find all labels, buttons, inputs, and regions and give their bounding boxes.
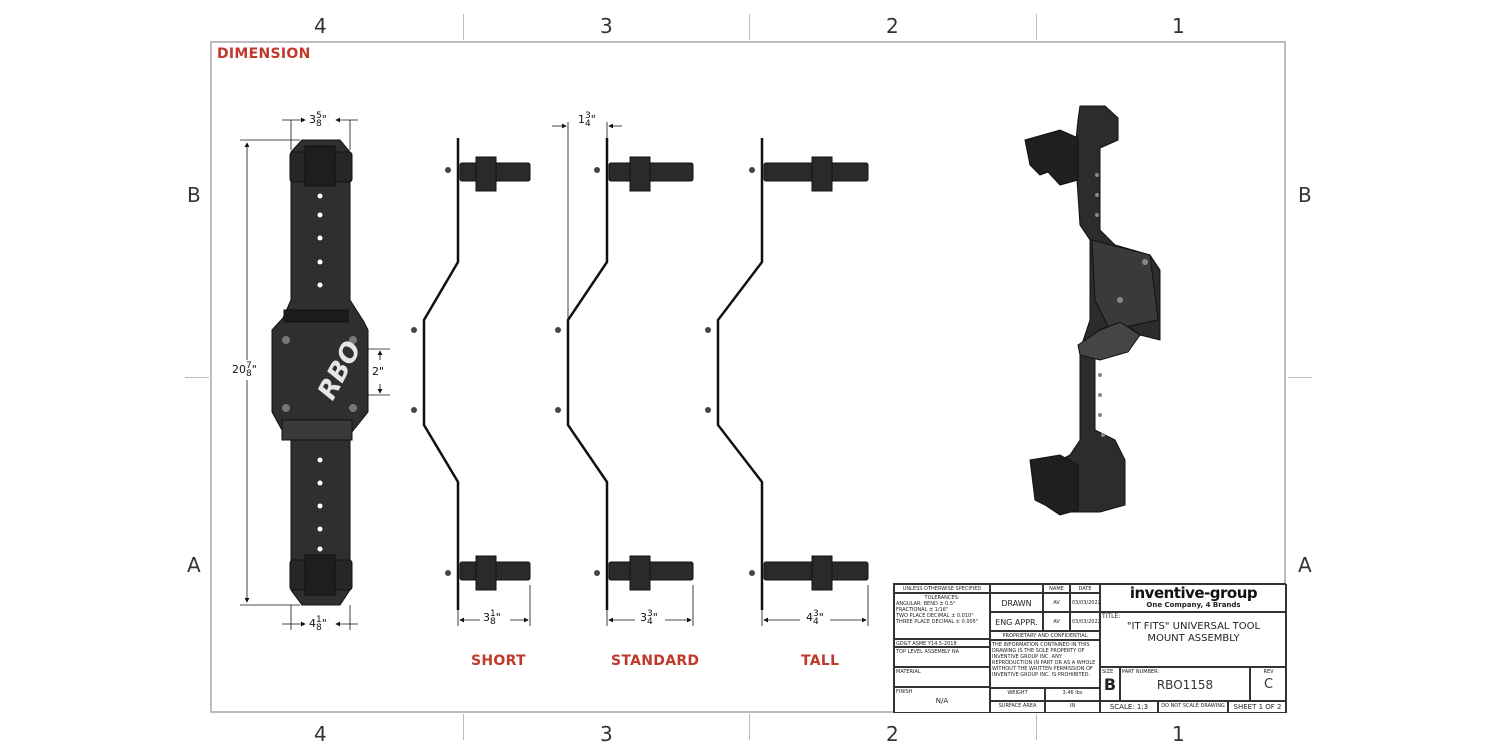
- tb-drawn-name: AV: [1043, 593, 1070, 612]
- title-block: UNLESS OTHERWISE SPECIFIED TOLERANCES: A…: [893, 583, 1287, 713]
- plate-holes: [282, 193, 357, 552]
- tb-col-name: NAME: [1043, 584, 1070, 593]
- tb-eng-date: 03/03/2022: [1070, 612, 1100, 631]
- tb-scale: SCALE: 1:3: [1100, 701, 1158, 713]
- iso-holes: [1095, 173, 1148, 437]
- tb-weight-label: WEIGHT: [990, 688, 1045, 701]
- zone-tick: [1036, 14, 1037, 40]
- zone-top-2: 2: [886, 14, 899, 38]
- company-tagline: One Company, 4 Brands: [1146, 601, 1241, 609]
- tb-title-box: TITLE: "IT FITS" UNIVERSAL TOOL MOUNT AS…: [1100, 612, 1287, 667]
- tb-rev-box: REV C: [1250, 667, 1287, 701]
- front-dim-lines: [240, 117, 390, 630]
- tb-col-date: DATE: [1070, 584, 1100, 593]
- standard-profile: [566, 138, 609, 610]
- front-view: [271, 139, 369, 606]
- tb-tolerances: TOLERANCES: ANGULAR: BEND ± 0.5° FRACTIO…: [894, 593, 990, 639]
- row-left-b: B: [187, 183, 201, 207]
- tb-surface-area: SURFACE AREA: [990, 701, 1045, 713]
- tall-profile: [716, 138, 764, 610]
- drawing-frame: [210, 41, 1286, 713]
- tb-finish: FINISH N/A: [894, 687, 990, 713]
- row-right-a: A: [1298, 553, 1312, 577]
- zone-bottom-4: 4: [314, 722, 327, 746]
- zone-bottom-1: 1: [1172, 722, 1185, 746]
- company-logo: inventive-group: [1129, 584, 1258, 602]
- tb-standard: GD&T ASME Y14.5-2018: [894, 639, 990, 647]
- zone-bottom-2: 2: [886, 722, 899, 746]
- row-left-a: A: [187, 553, 201, 577]
- zone-top-1: 1: [1172, 14, 1185, 38]
- tb-eng-name: AV: [1043, 612, 1070, 631]
- short-profile: [422, 138, 460, 610]
- tb-unless-specified: UNLESS OTHERWISE SPECIFIED: [894, 584, 990, 593]
- tb-part-box: PART NUMBER: RBO1158: [1120, 667, 1250, 701]
- front-bottom-clamp: [289, 554, 353, 596]
- tb-drawn: DRAWN: [990, 593, 1043, 612]
- zone-tick: [463, 14, 464, 40]
- tb-sheet: SHEET 1 OF 2: [1228, 701, 1287, 713]
- tb-rev: C: [1263, 677, 1274, 692]
- tb-company-box: inventive-group One Company, 4 Brands: [1100, 584, 1287, 612]
- view-label-tall: TALL: [801, 653, 840, 669]
- tb-material: MATERIAL: [894, 667, 990, 687]
- tb-proprietary-text: THE INFORMATION CONTAINED IN THIS DRAWIN…: [990, 640, 1100, 688]
- tb-eng-appr: ENG APPR.: [990, 612, 1043, 631]
- section-label: DIMENSION: [217, 46, 311, 62]
- drawing-title: "IT FITS" UNIVERSAL TOOL MOUNT ASSEMBLY: [1126, 621, 1261, 644]
- tb-part-number: RBO1158: [1156, 678, 1214, 692]
- zone-tick: [749, 14, 750, 40]
- tb-weight-value: 3.46 lbs: [1045, 688, 1100, 701]
- dim-front-center-gap: 2": [372, 365, 385, 378]
- tb-scale-note: DO NOT SCALE DRAWING: [1158, 701, 1228, 713]
- tb-interpret: TOP LEVEL ASSEMBLY NA: [894, 647, 990, 667]
- tb-drawn-date: 03/03/2022: [1070, 593, 1100, 612]
- zone-tick: [185, 377, 209, 378]
- zone-tick: [1288, 377, 1312, 378]
- zone-bottom-3: 3: [600, 722, 613, 746]
- zone-top-4: 4: [314, 14, 327, 38]
- iso-view: [1024, 105, 1161, 516]
- zone-top-3: 3: [600, 14, 613, 38]
- zone-tick: [463, 714, 464, 740]
- front-top-clamp: [289, 145, 353, 187]
- tb-proprietary: PROPRIETARY AND CONFIDENTIAL: [990, 631, 1100, 640]
- side-dim-lines: [457, 122, 869, 626]
- view-label-short: SHORT: [471, 653, 526, 669]
- tb-units: IN: [1045, 701, 1100, 713]
- tb-size-box: SIZE B: [1100, 667, 1120, 701]
- row-right-b: B: [1298, 183, 1312, 207]
- zone-tick: [1036, 714, 1037, 740]
- side-clamps: [459, 156, 869, 591]
- tb-size: B: [1103, 675, 1117, 694]
- view-label-standard: STANDARD: [611, 653, 700, 669]
- side-bolts: [411, 167, 755, 576]
- zone-tick: [749, 714, 750, 740]
